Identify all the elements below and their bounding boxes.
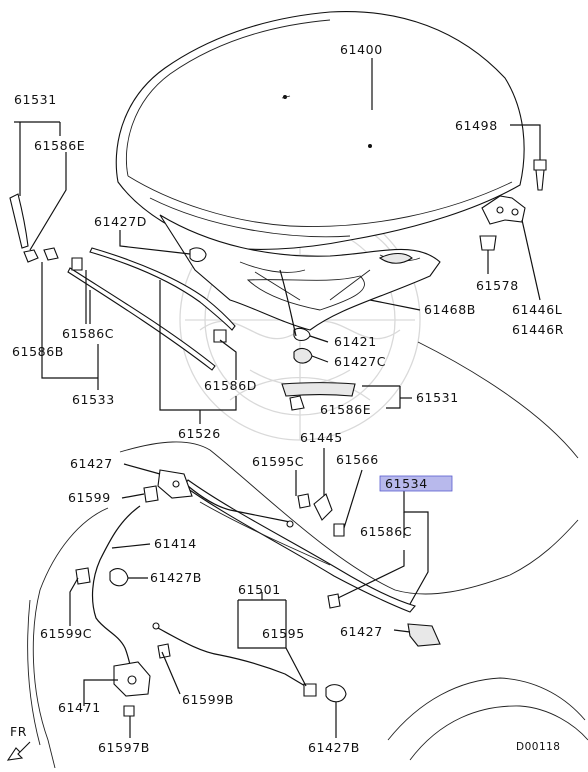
hood-inner-frame bbox=[159, 214, 441, 331]
label-61578: 61578 bbox=[476, 278, 519, 293]
label-61446R: 61446R bbox=[512, 322, 564, 337]
label-61586E-left: 61586E bbox=[34, 138, 85, 153]
label-61566: 61566 bbox=[336, 452, 379, 467]
leader-lines bbox=[14, 58, 541, 738]
release-cables bbox=[91, 485, 313, 691]
label-61400: 61400 bbox=[340, 42, 383, 57]
body-outline bbox=[27, 341, 588, 769]
label-61414: 61414 bbox=[154, 536, 197, 551]
label-61427-left: 61427 bbox=[70, 456, 113, 471]
hood-panel bbox=[115, 10, 525, 250]
label-61599C: 61599C bbox=[40, 626, 92, 641]
diagram-code: D00118 bbox=[516, 741, 561, 753]
label-61533: 61533 bbox=[72, 392, 115, 407]
label-61468B: 61468B bbox=[424, 302, 476, 317]
front-label: FR bbox=[10, 724, 27, 739]
fasteners bbox=[23, 159, 547, 717]
label-61526: 61526 bbox=[178, 426, 221, 441]
label-61597B: 61597B bbox=[98, 740, 150, 755]
label-61445: 61445 bbox=[300, 430, 343, 445]
label-61595C: 61595C bbox=[252, 454, 304, 469]
label-61599: 61599 bbox=[68, 490, 111, 505]
label-61427D: 61427D bbox=[94, 214, 147, 229]
part-labels: 61400 61531 61586E 61498 61427D 61578 61… bbox=[10, 42, 564, 755]
label-61599B: 61599B bbox=[182, 692, 234, 707]
label-61427C: 61427C bbox=[334, 354, 386, 369]
label-61586D: 61586D bbox=[204, 378, 257, 393]
label-61586C-right: 61586C bbox=[360, 524, 412, 539]
label-61421: 61421 bbox=[334, 334, 377, 349]
label-61427B-bottom: 61427B bbox=[308, 740, 360, 755]
label-61531-right: 61531 bbox=[416, 390, 459, 405]
label-61446L: 61446L bbox=[512, 302, 562, 317]
label-61595: 61595 bbox=[262, 626, 305, 641]
label-61501: 61501 bbox=[238, 582, 281, 597]
label-61498: 61498 bbox=[455, 118, 498, 133]
label-61471: 61471 bbox=[58, 700, 101, 715]
label-61586E-right: 61586E bbox=[320, 402, 371, 417]
weatherstrips bbox=[9, 193, 416, 613]
front-arrow-icon bbox=[6, 741, 31, 761]
label-61586B: 61586B bbox=[12, 344, 64, 359]
label-61534: 61534 bbox=[385, 476, 428, 491]
label-61586C-left: 61586C bbox=[62, 326, 114, 341]
highlight-61534 bbox=[379, 475, 453, 492]
label-61531-left: 61531 bbox=[14, 92, 57, 107]
label-61427B-mid: 61427B bbox=[150, 570, 202, 585]
label-61427-right: 61427 bbox=[340, 624, 383, 639]
